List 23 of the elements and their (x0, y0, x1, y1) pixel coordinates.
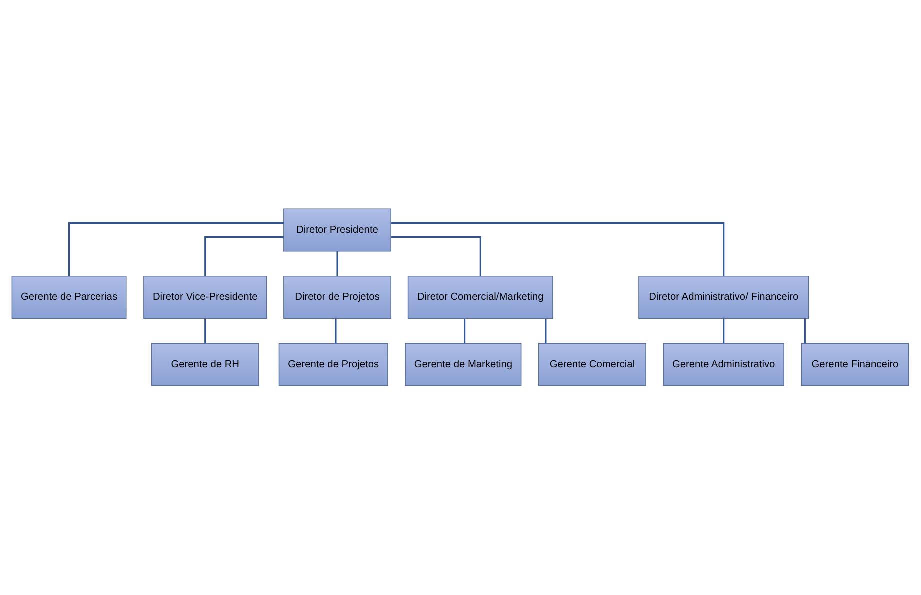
connector (204, 318, 206, 344)
node-box: Gerente de Marketing (405, 343, 522, 386)
connector (391, 222, 725, 276)
node-box: Gerente Administrativo (663, 343, 784, 386)
connector (336, 252, 338, 276)
connector (335, 318, 337, 344)
node-box: Diretor Comercial/Marketing (408, 276, 554, 319)
node-box: Diretor Presidente (284, 208, 392, 252)
connector (804, 318, 806, 344)
node-box: Gerente Comercial (538, 343, 646, 386)
connector (723, 318, 725, 344)
node-box: Gerente de Parcerias (12, 276, 127, 319)
connector (391, 236, 482, 276)
node-box: Gerente de Projetos (278, 343, 388, 386)
connector (204, 236, 284, 276)
node-box: Diretor Administrativo/ Financeiro (638, 276, 810, 319)
node-box: Gerente de RH (151, 343, 260, 386)
connector (68, 222, 284, 276)
connector (545, 318, 547, 344)
node-box: Gerente Financeiro (801, 343, 910, 386)
connector (464, 318, 466, 344)
node-box: Diretor Vice-Presidente (144, 276, 268, 319)
node-box: Diretor de Projetos (284, 276, 392, 319)
